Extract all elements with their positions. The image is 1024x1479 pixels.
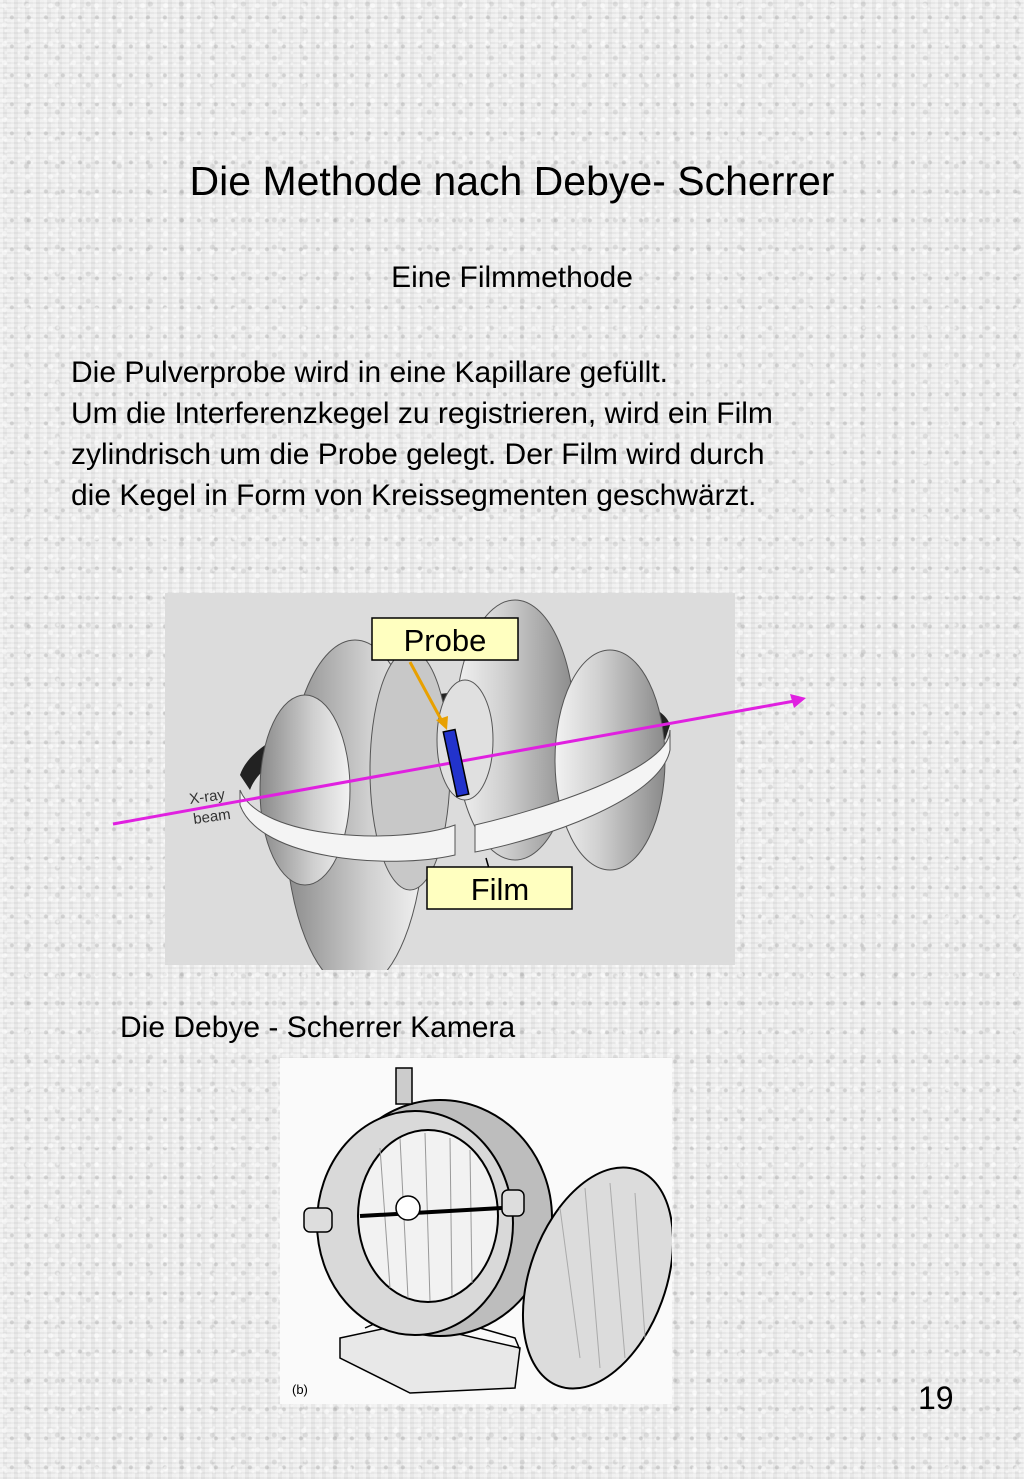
debye-scherrer-camera-illustration: (b) [280, 1058, 672, 1404]
camera-lid [521, 1166, 672, 1390]
film-label: Film [471, 872, 530, 907]
xray-label-line2: beam [192, 806, 232, 828]
paragraph-line: Um die Interferenzkegel zu registrieren,… [71, 397, 773, 430]
probe-label: Probe [404, 623, 487, 658]
collimator-rod [359, 1206, 503, 1218]
probe-arrow [408, 661, 446, 726]
figure2-label: (b) [292, 1382, 308, 1397]
side-knob-right [501, 1189, 525, 1217]
sample-holder [395, 1195, 421, 1221]
side-knob-left [303, 1207, 333, 1233]
paragraph-line: Die Pulverprobe wird in eine Kapillare g… [71, 356, 668, 389]
camera-caption: Die Debye - Scherrer Kamera [120, 1011, 516, 1044]
film-ring-front [239, 789, 456, 862]
film-ring-front-right [474, 729, 671, 853]
xray-label-line1: X-ray [188, 786, 226, 808]
xray-beam-arrowhead [790, 694, 806, 708]
probe-arrowhead [436, 716, 448, 730]
paragraph-line: zylindrisch um die Probe gelegt. Der Fil… [71, 438, 765, 471]
debye-scherrer-cone-diagram: Probe Film X-ray beam [112, 593, 806, 970]
page-number: 19 [918, 1380, 954, 1416]
film-label-box [426, 866, 573, 910]
page-title: Die Methode nach Debye- Scherrer [189, 158, 835, 204]
camera-window [357, 1129, 499, 1303]
paragraph-line: die Kegel in Form von Kreissegmenten ges… [71, 479, 757, 512]
top-screw [395, 1067, 413, 1105]
subtitle: Eine Filmmethode [391, 261, 633, 294]
probe-label-box [371, 617, 519, 661]
sample-capillary [442, 728, 470, 798]
body-paragraph: Die Pulverprobe wird in eine Kapillare g… [71, 352, 951, 516]
